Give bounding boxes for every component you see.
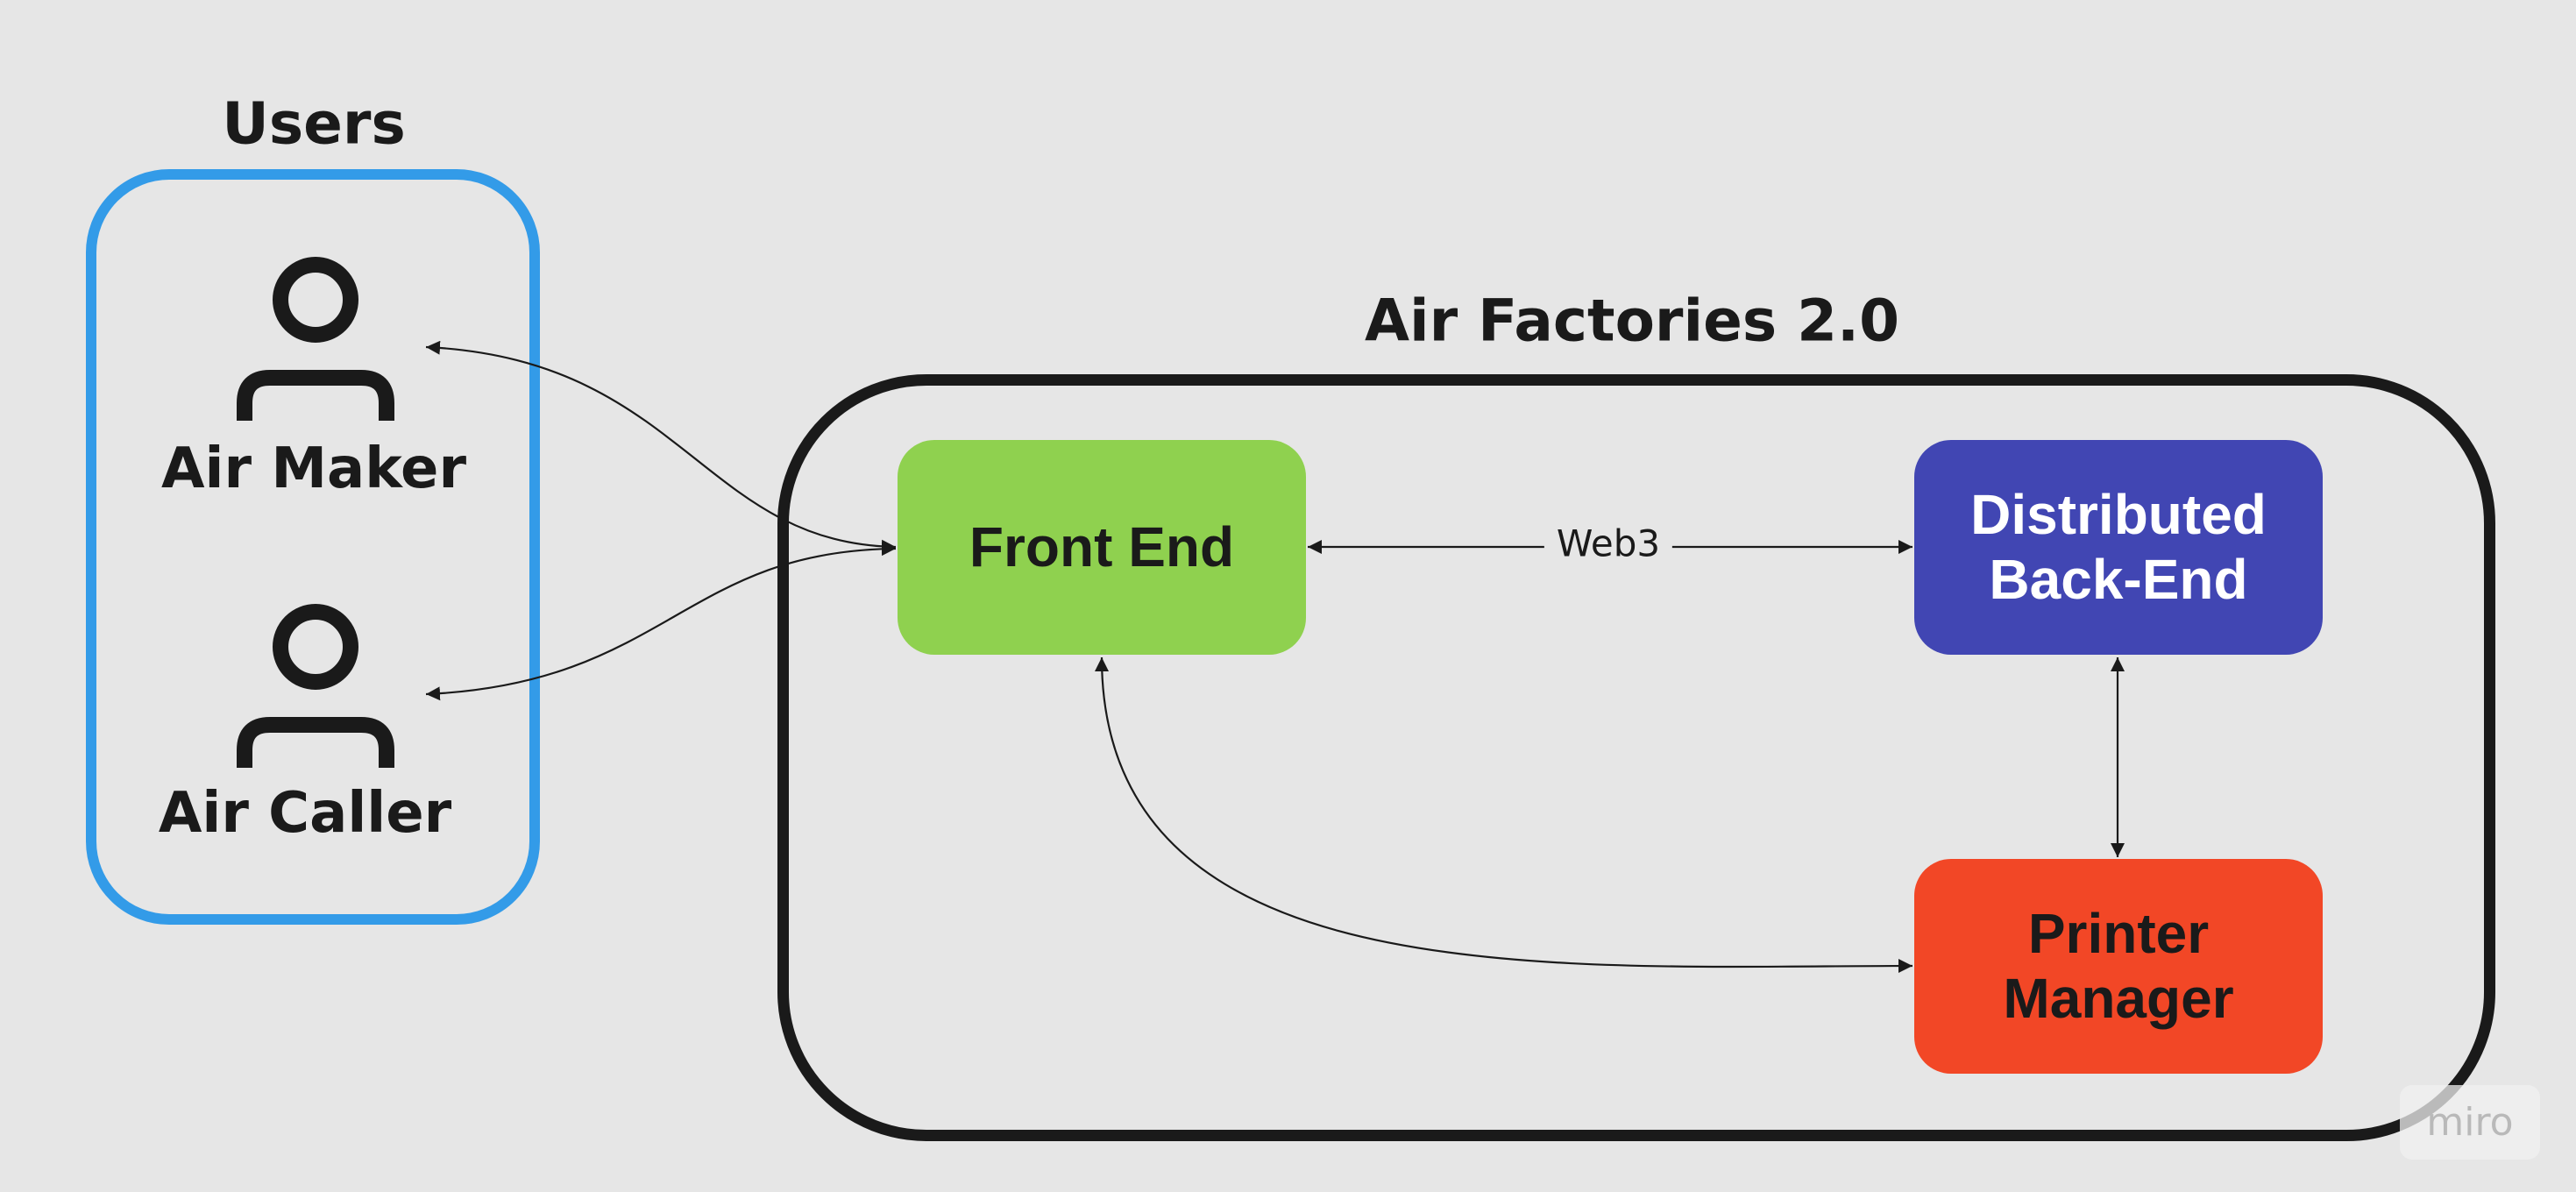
air-maker-label: Air Maker <box>161 436 466 501</box>
front-end-node[interactable]: Front End <box>898 440 1306 655</box>
edge-label-web3: Web3 <box>1543 522 1673 565</box>
miro-watermark: miro <box>2400 1085 2540 1160</box>
air-caller-label: Air Caller <box>158 781 452 846</box>
edge-front-end-printer[interactable] <box>1095 656 1913 974</box>
users-group-title: Users <box>222 89 406 158</box>
air-maker-user[interactable] <box>210 245 421 444</box>
person-icon <box>237 604 394 791</box>
air-caller-user[interactable] <box>210 592 421 791</box>
system-group-title: Air Factories 2.0 <box>1364 287 1900 355</box>
backend-node[interactable]: Distributed Back-End <box>1914 440 2323 655</box>
edge-air-caller-front-end[interactable] <box>425 542 897 701</box>
edge-air-maker-front-end[interactable] <box>425 340 897 554</box>
printer-label-line2: Manager <box>2003 966 2234 1030</box>
front-end-label: Front End <box>969 514 1235 578</box>
person-icon <box>237 257 394 444</box>
backend-label-line1: Distributed <box>1970 482 2267 546</box>
printer-label-line1: Printer <box>2027 901 2210 965</box>
printer-manager-node[interactable]: Printer Manager <box>1914 859 2323 1074</box>
backend-label-line2: Back-End <box>1989 547 2248 611</box>
